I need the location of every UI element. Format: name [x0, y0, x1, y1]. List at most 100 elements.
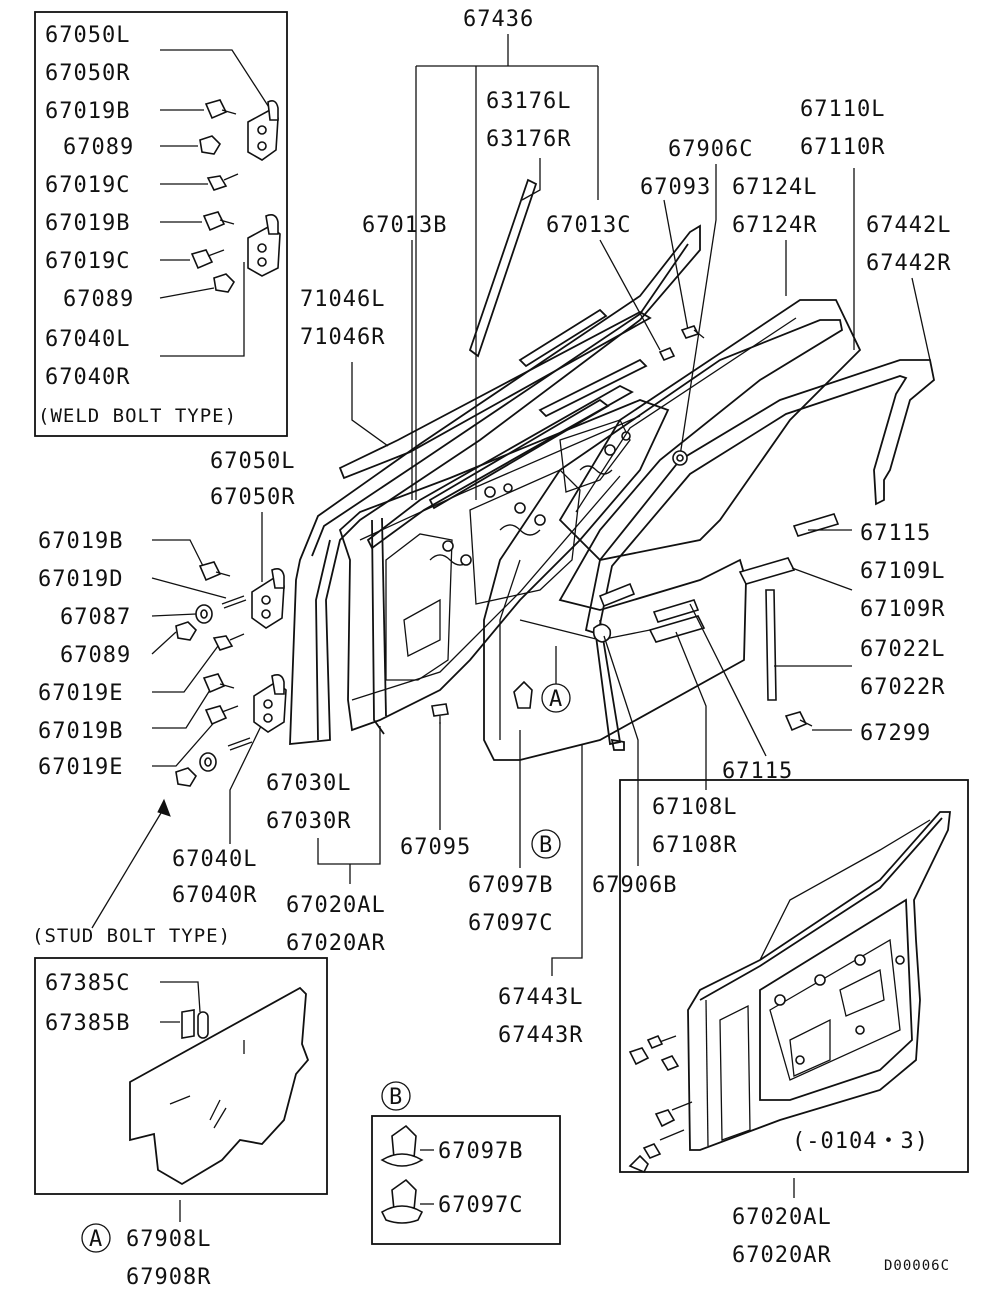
clip-67097B [380, 1124, 424, 1167]
label-67097B: 67097B [438, 1139, 523, 1164]
stud-bolts [175, 561, 253, 787]
label-67110L: 67110L [800, 97, 885, 122]
label-67019E: 67019E [38, 681, 123, 706]
sealing-screen-sheet [129, 986, 310, 1186]
label-67019E: 67019E [38, 755, 123, 780]
assembled-door-hinge-bolts [628, 1034, 693, 1174]
ref-circle-a [81, 1223, 111, 1253]
label-67109R: 67109R [860, 597, 945, 622]
label-67050R: 67050R [210, 485, 295, 510]
label-67097C: 67097C [468, 911, 553, 936]
ref-a-label: A [89, 1227, 103, 1252]
label-67019C: 67019C [45, 249, 130, 274]
label-63176L: 63176L [486, 89, 571, 114]
label-67019B: 67019B [45, 211, 130, 236]
label-67040L: 67040L [172, 847, 257, 872]
clip-67385B [181, 1009, 195, 1039]
label-67115: 67115 [860, 521, 931, 546]
tape-67385C [197, 1011, 209, 1039]
ref-circle-b [381, 1081, 411, 1111]
stud-hinge-leaders [151, 539, 263, 844]
label-67050L: 67050L [210, 449, 295, 474]
leader-67030 [317, 726, 381, 865]
label-67095: 67095 [400, 835, 471, 860]
label-67050L: 67050L [45, 23, 130, 48]
label-67108R: 67108R [652, 833, 737, 858]
label-67019B: 67019B [38, 529, 123, 554]
label-67299: 67299 [860, 721, 931, 746]
label-67030R: 67030R [266, 809, 351, 834]
label-67908L: 67908L [126, 1227, 211, 1252]
label-67040R: 67040R [45, 365, 130, 390]
leader-67906C [679, 164, 717, 457]
label-67040R: 67040R [172, 883, 257, 908]
weld-bolt-type-caption: (WELD BOLT TYPE) [38, 405, 237, 427]
label-67030L: 67030L [266, 771, 351, 796]
ref-b-label: B [539, 833, 553, 858]
label-67124L: 67124L [732, 175, 817, 200]
label-67089: 67089 [63, 135, 134, 160]
stud-arrow-head [157, 798, 171, 817]
belt-moldings [598, 513, 840, 643]
clip-detail-box-b [371, 1115, 561, 1245]
label-67443R: 67443R [498, 1023, 583, 1048]
label-67087: 67087 [60, 605, 131, 630]
leader-67385C [160, 981, 201, 1013]
label-67442R: 67442R [866, 251, 951, 276]
label-67097B: 67097B [468, 873, 553, 898]
label-67019B: 67019B [45, 99, 130, 124]
label-67908R: 67908R [126, 1265, 211, 1290]
label-67013C: 67013C [546, 213, 631, 238]
leader-63176-tip [521, 158, 541, 201]
leader-67115-b [689, 603, 767, 757]
ref-a-label: A [549, 687, 563, 712]
label-71046L: 71046L [300, 287, 385, 312]
label-67109L: 67109L [860, 559, 945, 584]
label-67906C: 67906C [668, 137, 753, 162]
leader-67443 [551, 744, 583, 976]
label-67093: 67093 [640, 175, 711, 200]
label-71046R: 71046R [300, 325, 385, 350]
weld-hinge-leaders [159, 49, 273, 357]
leader-71046 [351, 362, 389, 447]
stud-hinge-lower [253, 674, 287, 733]
label-63176R: 63176R [486, 127, 571, 152]
label-67022R: 67022R [860, 675, 945, 700]
label-67089: 67089 [63, 287, 134, 312]
leader-67108 [675, 631, 707, 790]
leader-67093 [663, 199, 689, 331]
assembled-door [687, 811, 952, 1151]
label-67906B: 67906B [592, 873, 677, 898]
label-67020AL: 67020AL [286, 893, 386, 918]
leader-67436 [415, 34, 599, 500]
date-range-label: (-0104・3) [792, 1129, 929, 1154]
clip-67097C [380, 1178, 424, 1224]
weld-bolts [190, 99, 239, 293]
leader-67013C [599, 239, 661, 351]
ref-circle-b [531, 829, 561, 859]
leader-67442 [911, 277, 931, 361]
label-67019C: 67019C [45, 173, 130, 198]
assembled-door-inset-box [619, 779, 969, 1173]
leader-67906B [603, 635, 639, 866]
label-67443L: 67443L [498, 985, 583, 1010]
weld-hinge-lower [247, 214, 281, 277]
label-67089: 67089 [60, 643, 131, 668]
label-67436: 67436 [463, 7, 534, 32]
door-outer-panel-67443 [483, 319, 844, 761]
door-small-parts [431, 325, 813, 732]
sealing-screen-inset-box [34, 957, 328, 1195]
rear-run-channel [468, 178, 538, 358]
label-67019D: 67019D [38, 567, 123, 592]
label-67385B: 67385B [45, 1011, 130, 1036]
weld-bolt-inset-box [34, 11, 288, 437]
label-67020AL: 67020AL [732, 1205, 832, 1230]
weld-hinge-upper [247, 100, 279, 161]
label-67097C: 67097C [438, 1193, 523, 1218]
label-67020AR: 67020AR [286, 931, 386, 956]
label-67110R: 67110R [800, 135, 885, 160]
stud-hinge-upper [251, 568, 285, 629]
label-67124R: 67124R [732, 213, 817, 238]
